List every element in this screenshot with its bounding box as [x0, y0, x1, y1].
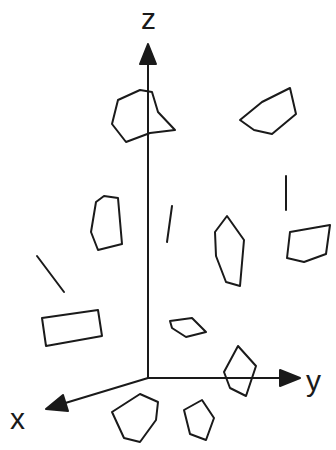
flake: [184, 400, 214, 440]
flake: [224, 346, 256, 396]
axis-label: x: [10, 404, 25, 434]
z-axis: [147, 60, 149, 378]
flake: [170, 318, 206, 337]
flake: [112, 90, 175, 142]
flake: [215, 216, 244, 286]
flake: [240, 88, 296, 134]
edge-flake: [37, 256, 64, 292]
arrowhead: [140, 44, 156, 64]
flake: [42, 310, 102, 346]
y-axis: [148, 377, 284, 379]
edge-flake: [167, 206, 172, 242]
axis-label: z: [141, 4, 156, 34]
flakes: [37, 88, 330, 442]
flake: [91, 196, 122, 250]
edge-flake: [285, 176, 287, 210]
flake: [112, 394, 158, 442]
axis-label: y: [306, 366, 321, 396]
arrowhead: [280, 370, 300, 386]
arrowhead: [46, 395, 68, 411]
x-axis: [62, 378, 148, 404]
axes: [46, 44, 300, 411]
flake: [287, 225, 330, 262]
